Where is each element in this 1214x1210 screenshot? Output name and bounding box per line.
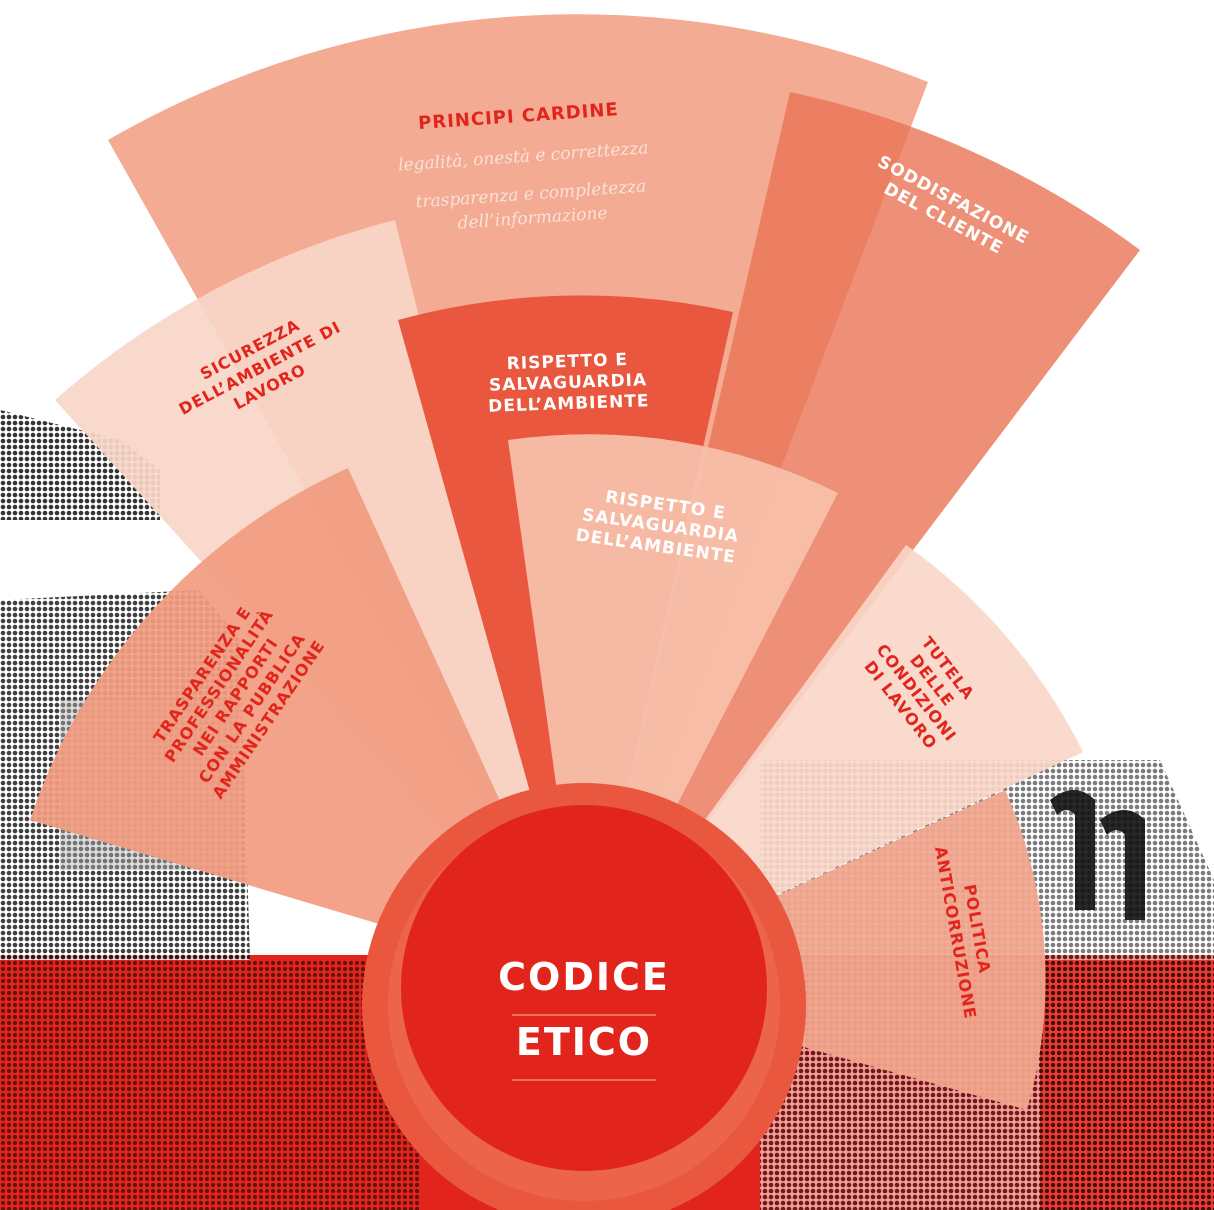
center-title-line2: ETICO [516, 1020, 652, 1064]
center-disc [401, 805, 767, 1171]
rispetto-top-text-group: RISPETTO E SALVAGUARDIA DELL’AMBIENTE [488, 350, 650, 417]
center-title-line1: CODICE [498, 955, 670, 999]
segment-soddisfazione [584, 92, 1140, 985]
rispetto-mid-text-group: RISPETTO E SALVAGUARDIA DELL’AMBIENTE [574, 487, 740, 568]
segment-politica [584, 790, 1046, 1110]
rispetto-top-line1: RISPETTO E [506, 350, 628, 374]
